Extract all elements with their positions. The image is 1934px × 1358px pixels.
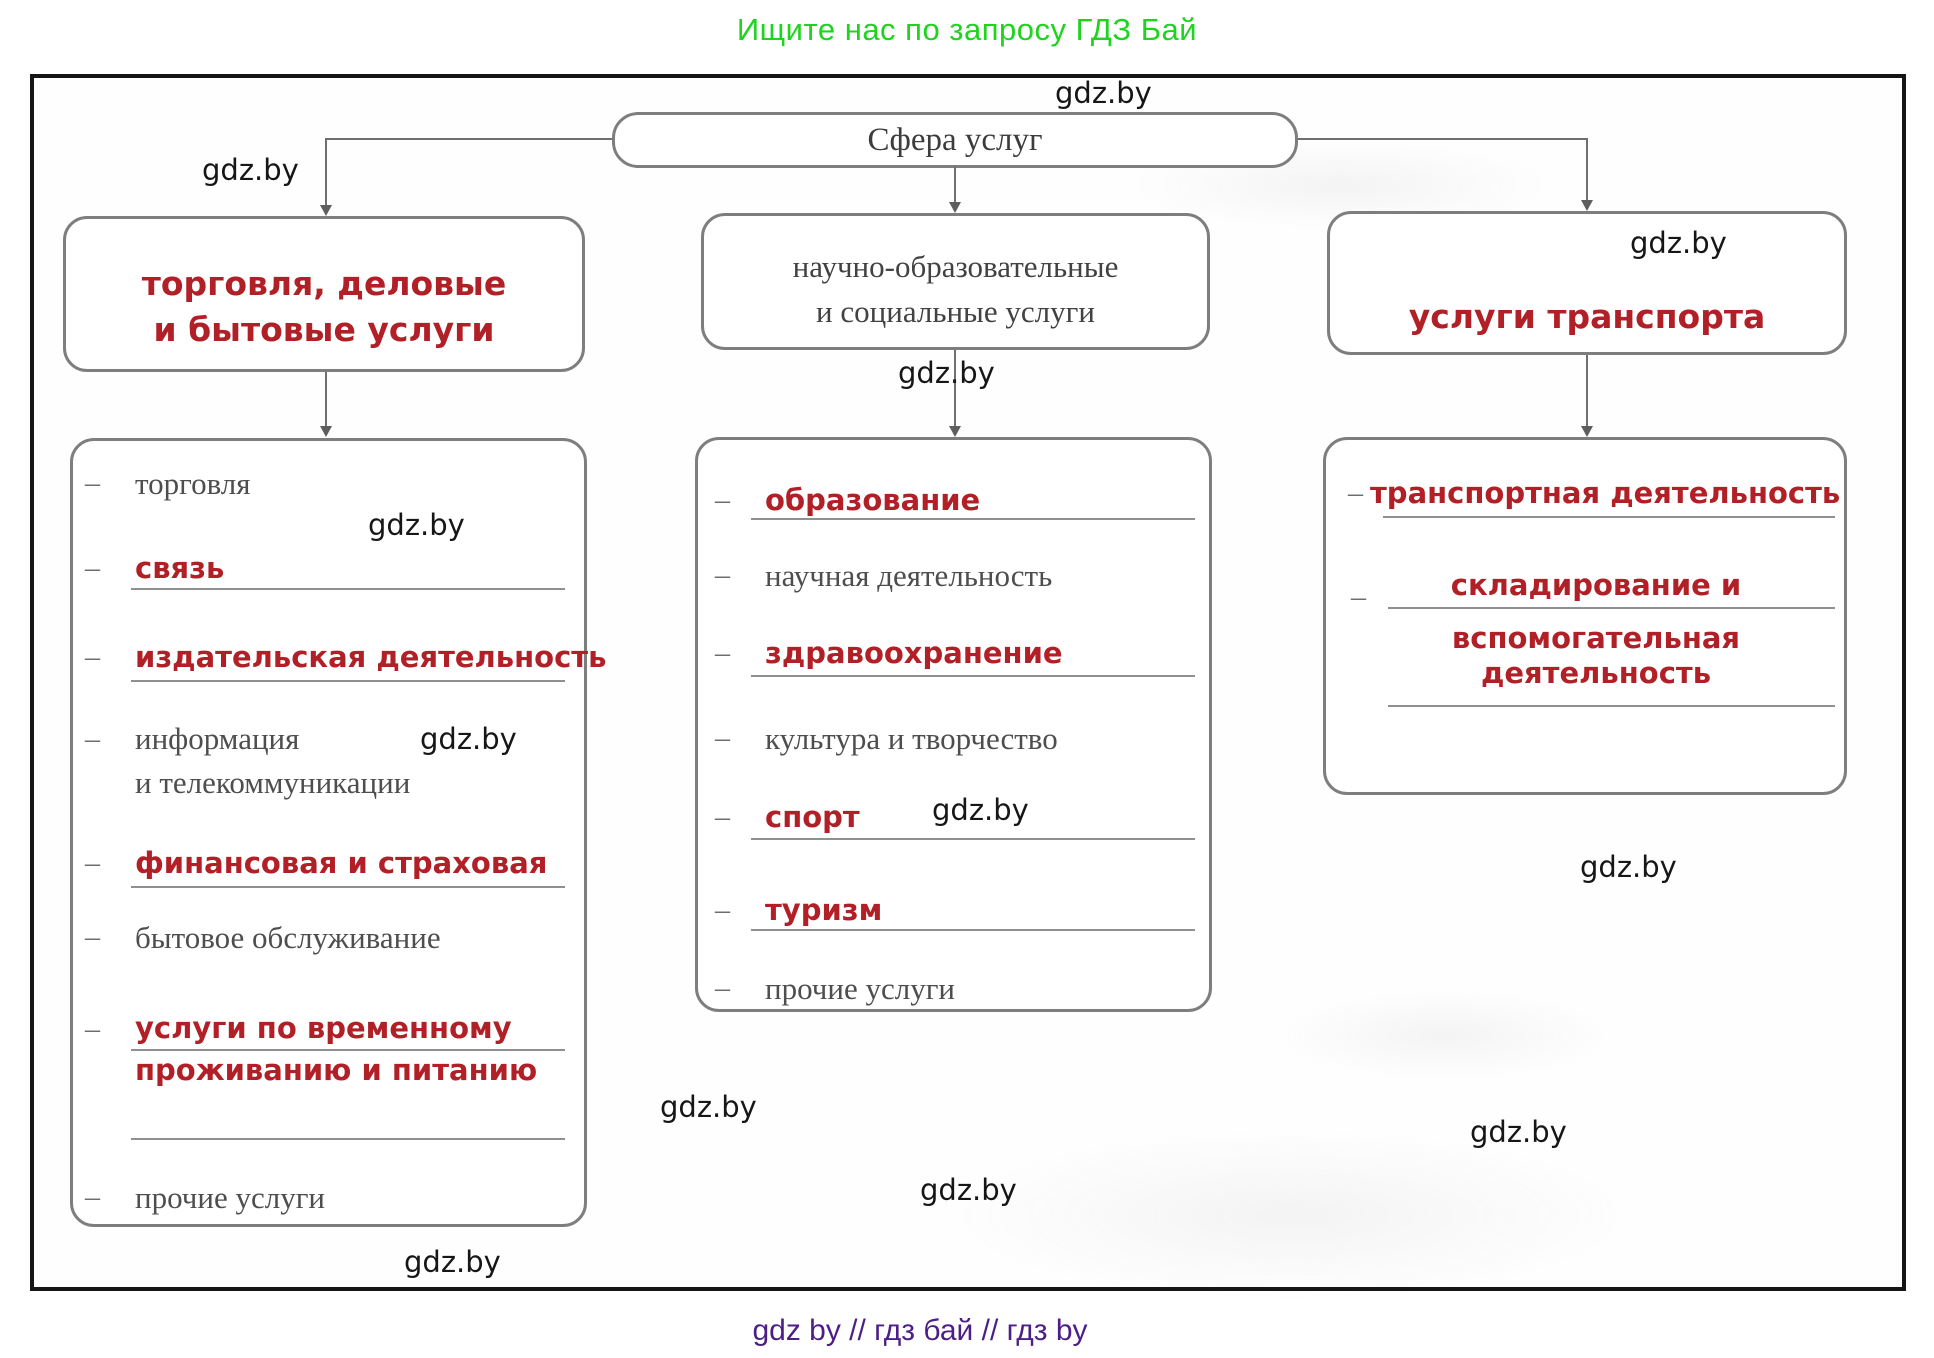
footer-site-links: gdz by // гдз бай // гдз by — [752, 1314, 1088, 1347]
watermark: gdz.by — [1630, 226, 1727, 260]
blank-line — [131, 1049, 565, 1051]
branch-title-trade: торговля, деловые и бытовые услуги — [141, 264, 507, 349]
list-box-science: –образование –научная деятельность –здра… — [695, 437, 1212, 1012]
branch-box-transport: услуги транспорта — [1327, 211, 1847, 355]
connector-line — [326, 138, 612, 140]
blank-line — [751, 929, 1195, 931]
list-item: –транспортная деятельность — [1348, 476, 1841, 510]
dash-bullet: – — [1351, 580, 1366, 613]
blank-line — [131, 886, 565, 888]
dash-bullet: – — [85, 466, 100, 499]
dash-bullet: – — [85, 551, 100, 584]
list-item: –бытовое обслуживание — [85, 920, 441, 955]
branch-box-science: научно-образовательные и социальные услу… — [701, 213, 1210, 350]
dash-bullet: – — [85, 722, 100, 755]
list-item: –прочие услуги — [715, 971, 956, 1006]
branch-title-transport: услуги транспорта — [1408, 297, 1766, 336]
dash-bullet: – — [85, 846, 100, 879]
list-item: –издательская деятельность — [85, 640, 607, 674]
dash-bullet: – — [715, 893, 730, 926]
list-item: деятельность — [1480, 656, 1712, 690]
dash-bullet: – — [85, 1012, 100, 1045]
watermark: gdz.by — [920, 1173, 1017, 1207]
dash-bullet: – — [85, 920, 100, 953]
list-item: складирование и — [1450, 568, 1742, 602]
list-item: –финансовая и страховая — [85, 846, 548, 880]
list-item: –научная деятельность — [715, 558, 1053, 593]
list-item: –культура и творчество — [715, 721, 1058, 756]
dash-bullet: – — [715, 971, 730, 1004]
watermark: gdz.by — [1580, 850, 1677, 884]
watermark: gdz.by — [898, 356, 995, 390]
dash-bullet: – — [85, 640, 100, 673]
arrow-head — [1581, 200, 1593, 211]
blank-line — [751, 518, 1195, 520]
list-item: вспомогательная — [1451, 621, 1741, 655]
list-item: –прочие услуги — [85, 1180, 326, 1215]
dash-bullet: – — [715, 721, 730, 754]
list-item: –здравоохранение — [715, 636, 1063, 670]
connector-line — [954, 350, 956, 428]
branch-title-science: научно-образовательные и социальные услу… — [792, 249, 1119, 329]
list-box-trade: –торговля –связь –издательская деятельно… — [70, 438, 606, 1227]
blank-line — [131, 588, 565, 590]
list-item: –спорт — [715, 800, 860, 834]
dash-bullet: – — [715, 800, 730, 833]
dash-bullet: – — [85, 1180, 100, 1213]
connector-line — [325, 138, 327, 206]
watermark: gdz.by — [404, 1245, 501, 1279]
blank-line — [751, 838, 1195, 840]
blank-line — [1388, 705, 1835, 707]
blank-line — [751, 675, 1195, 677]
arrow-head — [320, 205, 332, 216]
dash-bullet: – — [715, 558, 730, 591]
promo-banner: Ищите нас по запросу ГДЗ Бай — [736, 12, 1198, 47]
watermark: gdz.by — [1470, 1115, 1567, 1149]
list-item: –услуги по временному проживанию и питан… — [85, 1011, 538, 1087]
watermark: gdz.by — [660, 1090, 757, 1124]
arrow-head — [1581, 426, 1593, 437]
root-label: Сфера услуг — [867, 121, 1043, 158]
watermark: gdz.by — [202, 153, 299, 187]
arrow-head — [320, 426, 332, 437]
watermark: gdz.by — [420, 722, 517, 756]
dash-bullet: – — [1348, 476, 1363, 509]
root-node: Сфера услуг — [612, 112, 1298, 168]
blank-line — [1388, 607, 1835, 609]
watermark: gdz.by — [1055, 76, 1152, 110]
scan-artifact — [1280, 990, 1610, 1080]
blank-line — [1383, 516, 1835, 518]
arrow-head — [949, 202, 961, 213]
dash-bullet: – — [715, 483, 730, 516]
watermark: gdz.by — [932, 793, 1029, 827]
connector-line — [1298, 138, 1588, 140]
list-item: –торговля — [85, 466, 251, 501]
connector-line — [1586, 355, 1588, 428]
scan-artifact — [950, 1130, 1630, 1300]
blank-line — [131, 680, 565, 682]
list-item: –связь — [85, 551, 225, 585]
connector-line — [1586, 138, 1588, 202]
list-box-transport: –транспортная деятельность – складирован… — [1323, 437, 1847, 795]
list-item: –информация и телекоммуникации — [85, 721, 411, 800]
watermark: gdz.by — [368, 508, 465, 542]
dash-bullet: – — [715, 636, 730, 669]
blank-line — [131, 1138, 565, 1140]
branch-box-trade: торговля, деловые и бытовые услуги — [63, 216, 585, 372]
list-item: –туризм — [715, 893, 883, 927]
connector-line — [954, 167, 956, 205]
connector-line — [325, 372, 327, 428]
list-item: –образование — [715, 483, 981, 517]
arrow-head — [949, 426, 961, 437]
